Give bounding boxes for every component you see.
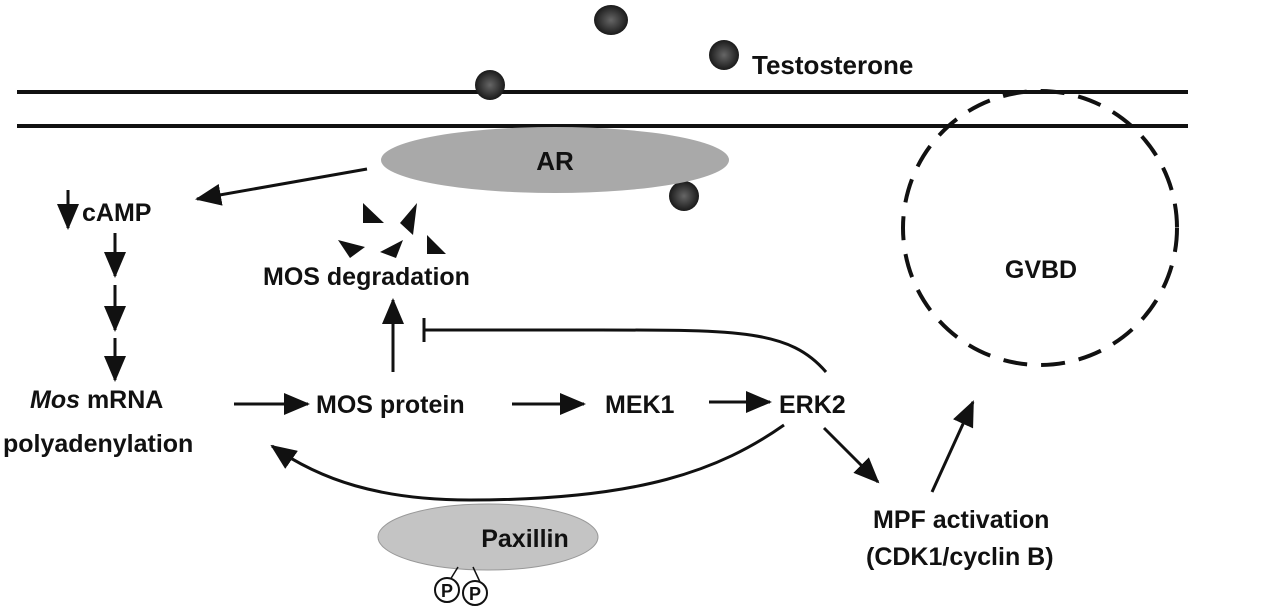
mrna-text: mRNA (80, 386, 163, 414)
mpf-activation-label: MPF activation (873, 506, 1049, 534)
testosterone-molecule (475, 70, 505, 100)
paxillin-label: Paxillin (481, 525, 569, 553)
testosterone-molecule (594, 5, 628, 35)
inhibition-erk2-to-degradation (424, 328, 828, 373)
gvbd-nucleus-outline (901, 89, 1179, 367)
ar-label: AR (536, 146, 574, 176)
arrow-mpf-to-gvbd (930, 400, 975, 493)
testosterone-label: Testosterone (752, 50, 913, 80)
phosphate-label: P (441, 581, 453, 601)
testosterone-molecule (709, 40, 739, 70)
testosterone-molecule (669, 181, 699, 211)
mos-gene-italic: Mos (30, 386, 80, 414)
phospho-bond (472, 566, 481, 583)
phosphate-circle (434, 577, 460, 603)
arrow-ar-to-camp (195, 167, 368, 206)
feedback-erk2-to-mrna (270, 423, 785, 502)
cdk1-cyclin-b-label: (CDK1/cyclin B) (866, 543, 1054, 571)
phosphate-circle (462, 580, 488, 606)
camp-label: cAMP (82, 199, 151, 227)
polyadenylation-label: polyadenylation (3, 430, 193, 458)
mos-degradation-label: MOS degradation (263, 263, 470, 291)
phosphate-label: P (469, 584, 481, 604)
mos-protein-label: MOS protein (316, 391, 465, 419)
mek1-label: MEK1 (605, 391, 675, 419)
arrow-erk2-to-mpf (822, 426, 880, 484)
paxillin-protein (377, 503, 599, 571)
degradation-fragments-icon (338, 203, 446, 258)
mos-mrna-label: Mos mRNA (30, 386, 163, 414)
androgen-receptor (381, 127, 729, 193)
erk2-label: ERK2 (779, 391, 846, 419)
gvbd-label: GVBD (1005, 256, 1077, 284)
